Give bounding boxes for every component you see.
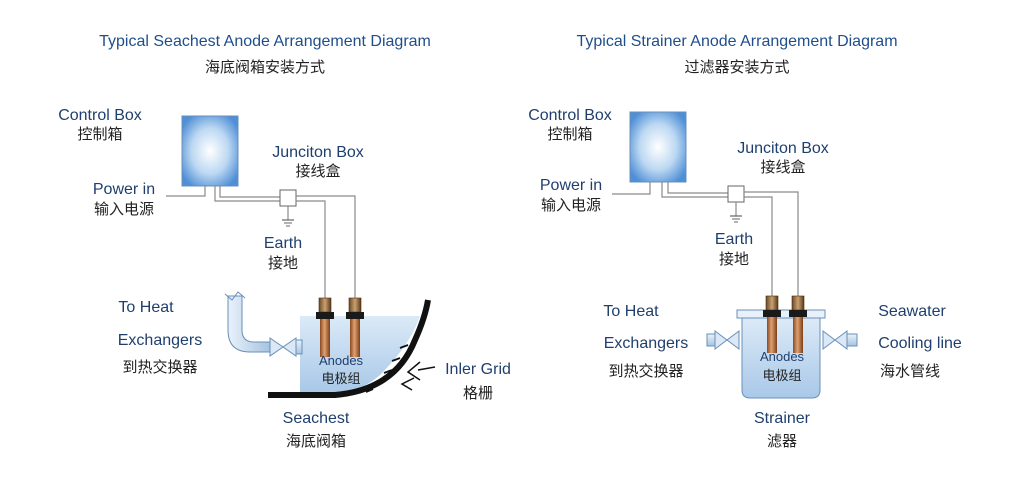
exchangers-label: Exchangers	[118, 332, 203, 349]
strainer-diagram: Typical Strainer Anode Arrangement Diagr…	[528, 33, 962, 450]
anodes-label: Anodes	[319, 353, 364, 368]
control-box	[181, 115, 239, 187]
exchangers-label-cn: 到热交换器	[122, 358, 197, 376]
power-in-wire	[612, 182, 651, 195]
exchangers-label-cn: 到热交换器	[608, 362, 683, 380]
cooling-line-label-cn: 海水管线	[880, 362, 940, 380]
power-in-label: Power in	[93, 181, 155, 198]
earth-label: Earth	[715, 231, 753, 248]
power-in-label-cn: 输入电源	[94, 200, 154, 218]
seachest-title-cn: 海底阀箱安装方式	[205, 58, 325, 76]
anodes-label: Anodes	[760, 349, 805, 364]
control-box-label-cn: 控制箱	[547, 125, 592, 143]
outlet-pipe	[706, 333, 716, 347]
to-heat-label: To Heat	[118, 299, 174, 316]
valve-icon	[714, 330, 728, 350]
earth-label: Earth	[264, 235, 302, 252]
junction-to-anode-wire-b	[296, 200, 326, 300]
junction-box-label: Junciton Box	[272, 144, 364, 161]
junction-to-anode-wire-a	[296, 195, 356, 300]
inlet-grid	[365, 344, 409, 393]
earth-label-cn: 接地	[719, 250, 749, 268]
anode-pair	[316, 297, 364, 357]
control-box-label: Control Box	[528, 107, 612, 124]
power-in-label-cn: 输入电源	[541, 196, 601, 214]
control-box-label: Control Box	[58, 107, 142, 124]
control-to-junction-wire-2	[214, 186, 280, 202]
strainer-title: Typical Strainer Anode Arrangement Diagr…	[576, 33, 897, 50]
anode-pair	[763, 295, 807, 353]
seachest-label-cn: 海底阀箱	[286, 432, 346, 450]
control-box-label-cn: 控制箱	[77, 125, 122, 143]
to-heat-label: To Heat	[603, 303, 659, 320]
anodes-label-cn: 电极组	[762, 369, 801, 384]
control-box	[629, 111, 687, 183]
inlet-valve-icon	[822, 330, 836, 350]
junction-box	[279, 189, 297, 207]
junction-box-label-cn: 接线盒	[760, 158, 805, 176]
inlet-grid-label-cn: 格栅	[463, 384, 493, 402]
strainer-title-cn: 过滤器安装方式	[684, 58, 789, 76]
control-to-junction-wire-2	[661, 182, 728, 198]
outlet-pipe	[227, 295, 271, 353]
junction-box	[727, 185, 745, 203]
inlet-pipe	[846, 333, 858, 347]
earth-label-cn: 接地	[268, 254, 298, 272]
seachest-label: Seachest	[283, 410, 350, 427]
junction-box-label-cn: 接线盒	[295, 162, 340, 180]
junction-to-anode-wire-b	[744, 196, 773, 298]
valve-icon	[269, 337, 284, 357]
seachest-diagram: Typical Seachest Anode Arrangement Diagr…	[58, 33, 511, 450]
junction-to-anode-wire-a	[744, 191, 799, 298]
junction-box-label: Junciton Box	[737, 140, 829, 157]
power-in-label: Power in	[540, 177, 602, 194]
seachest-title: Typical Seachest Anode Arrangement Diagr…	[99, 33, 431, 50]
strainer-label-cn: 滤器	[767, 432, 797, 450]
cooling-line-label: Cooling line	[878, 335, 962, 352]
hull-line	[268, 299, 431, 398]
anodes-label-cn: 电极组	[321, 372, 360, 387]
inlet-grid-label: Inler Grid	[445, 361, 511, 378]
seawater-label: Seawater	[878, 303, 946, 320]
control-to-junction-wire	[219, 186, 280, 198]
strainer-label: Strainer	[754, 410, 811, 427]
inlet-grid-arrow	[400, 361, 436, 391]
power-in-wire	[166, 186, 206, 197]
control-to-junction-wire	[667, 182, 728, 194]
exchangers-label: Exchangers	[604, 335, 689, 352]
